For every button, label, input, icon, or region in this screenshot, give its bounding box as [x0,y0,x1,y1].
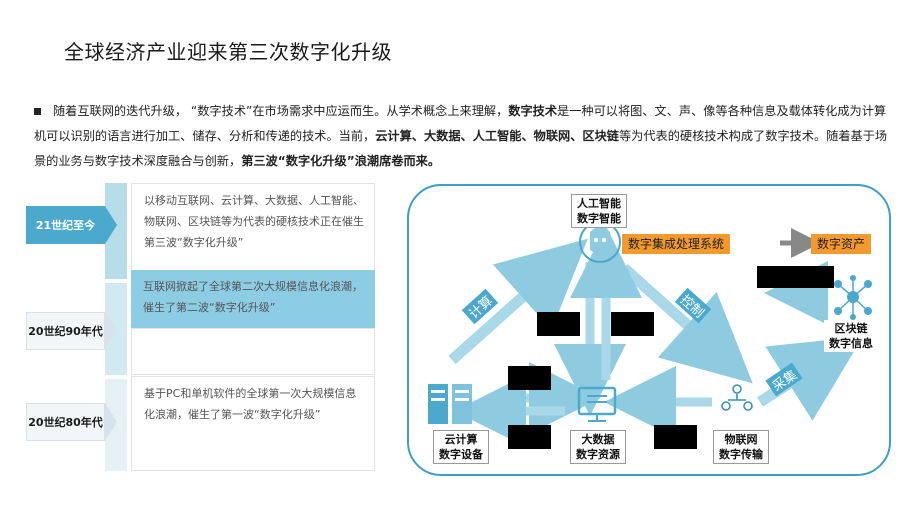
intro-text-3: 等为代表的硬核技术构成了数字技术。随着基于场景的业务与数字技术深度融合与创新， [34,129,888,168]
bullet-square-icon [34,107,41,115]
diagram-frame [407,184,891,476]
era-arrow-icon [105,312,117,350]
blockchain-network-icon [834,275,872,320]
node-cloud: 云计算数字设备 [433,430,489,464]
redaction-block [611,312,654,336]
era-1990s: 20世纪90年代 [26,312,105,350]
redaction-block [508,366,551,390]
page-title: 全球经济产业迎来第三次数字化升级 [64,40,392,64]
node-iot: 物联网数字传输 [713,430,769,464]
era-21st-century: 21世纪至今 [26,206,105,244]
ai-head-icon [579,221,621,263]
server-icon [428,384,472,424]
redaction-block [508,425,551,449]
era-description-21st: 以移动互联网、云计算、大数据、人工智能、物联网、区块链等为代表的硬核技术正在催生… [131,183,375,279]
arrow-compute [448,238,588,365]
era-1980s: 20世纪80年代 [26,403,105,441]
era-description-1990s: 互联网掀起了全球第二次大规模信息化浪潮，催生了第二波“数字化升级” [131,270,375,328]
redaction-block [537,312,580,336]
intro-bold-1: 数字技术 [508,104,558,118]
intro-text-1: 随着互联网的迭代升级， “数字技术”在市场需求中应运而生。从学术概念上来理解， [53,104,509,118]
system-badge: 数字集成处理系统 [622,234,731,254]
node-blockchain: 区块链数字信息 [824,320,878,352]
intro-text-2: 是一种可以将图、文、声、像等各种信息及载体转化成为计算机可以识别的语言进行加工、… [34,104,887,143]
node-bigdata: 大数据数字资源 [570,430,626,464]
monitor-icon [577,386,617,422]
asset-badge: 数字资产 [811,234,872,254]
era-description-1990s-lower [131,328,375,375]
node-ai: 人工智能数字智能 [571,194,627,228]
redaction-block [654,425,697,449]
redaction-block [757,266,834,288]
intro-bold-2: 云计算、大数据、人工智能、物联网、区块链 [375,129,619,143]
people-network-icon [721,384,753,411]
era-arrow-icon [105,403,117,441]
era-arrow-icon [105,206,117,244]
era-description-1980s: 基于PC和单机软件的全球第一次大规模信息化浪潮，催生了第一波“数字化升级” [131,376,375,471]
intro-paragraph: 随着互联网的迭代升级， “数字技术”在市场需求中应运而生。从学术概念上来理解，数… [34,99,892,174]
intro-bold-3: 第三波“数字化升级”浪潮席卷而来。 [241,154,441,168]
